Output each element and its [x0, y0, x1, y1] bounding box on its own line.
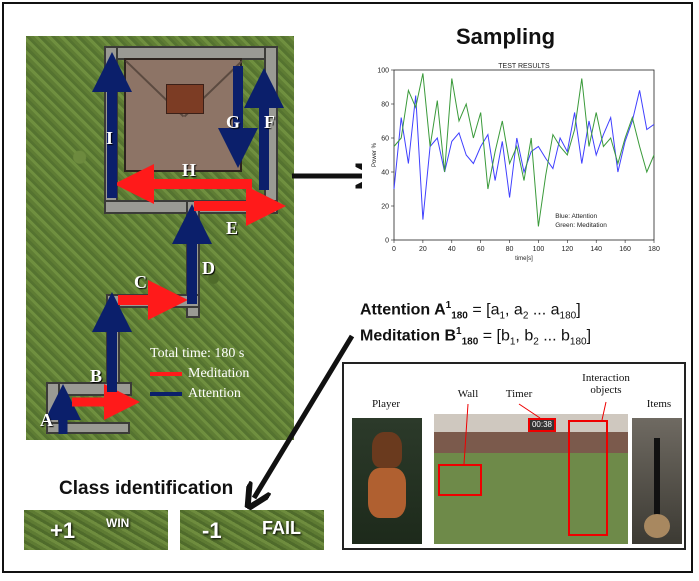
x-tick-label: 0 [392, 246, 396, 253]
y-tick-label: 60 [381, 136, 389, 143]
path-arrows [45, 52, 286, 434]
fail-value: -1 [202, 518, 222, 543]
x-axis-label: time[s] [515, 256, 533, 262]
y-axis-label: Power % [372, 142, 378, 167]
y-tick-label: 100 [377, 68, 389, 75]
legend-total-time: Total time: 180 s [150, 346, 245, 361]
interaction-objects-highlight [568, 420, 608, 536]
house-courtyard [166, 84, 204, 114]
formula-attention: Attention A1180 = [a1, a2 ... a180] [360, 300, 581, 322]
player-head [372, 432, 402, 468]
player-screenshot [352, 418, 422, 544]
timer-highlight: 00:38 [528, 418, 556, 432]
y-tick-label: 80 [381, 102, 389, 109]
win-value: +1 [50, 518, 76, 543]
player-body [368, 468, 406, 518]
figure-frame: A B C D E F G H I Total time: 180 s Medi… [2, 2, 693, 573]
label-g: G [226, 112, 241, 132]
chart-background [362, 60, 670, 282]
level-map: A B C D E F G H I Total time: 180 s Medi… [26, 36, 294, 440]
fail-tile: -1 FAIL [180, 510, 324, 550]
caption-items: Items [646, 398, 672, 410]
label-a: A [40, 410, 53, 430]
x-tick-label: 160 [619, 246, 631, 253]
win-label: WIN [106, 516, 130, 530]
label-i: I [106, 128, 114, 148]
label-c: C [134, 272, 147, 292]
x-tick-label: 140 [590, 246, 602, 253]
caption-interaction-objects: Interaction objects [582, 372, 630, 396]
wall-highlight [438, 464, 482, 496]
legend-attention-swatch [150, 392, 182, 396]
panel-leader-lines [463, 401, 607, 465]
series-line-attention [393, 90, 655, 220]
sampling-title: Sampling [456, 24, 556, 49]
items-screenshot [632, 418, 682, 544]
label-d: D [202, 258, 215, 278]
x-tick-label: 180 [648, 246, 660, 253]
label-b: B [90, 366, 103, 386]
game-screenshots-panel: Player Wall Timer Interaction objects It… [342, 362, 686, 550]
x-tick-label: 100 [533, 246, 545, 253]
item-lamp-post [654, 438, 660, 528]
x-tick-label: 60 [477, 246, 485, 253]
y-tick-label: 20 [381, 204, 389, 211]
fail-label: FAIL [262, 518, 301, 538]
chart-title: TEST RESULTS [498, 63, 550, 70]
x-tick-label: 120 [561, 246, 573, 253]
legend-meditation-label: Meditation [188, 366, 250, 381]
caption-player: Player [371, 398, 401, 410]
x-tick-label: 40 [448, 246, 456, 253]
class-identification-title: Class identification [59, 478, 234, 499]
legend-attention-label: Attention [188, 386, 241, 401]
item-pot [644, 514, 670, 538]
label-h: H [182, 160, 197, 180]
caption-wall: Wall [457, 388, 479, 400]
y-tick-label: 0 [385, 238, 389, 245]
label-f: F [264, 112, 275, 132]
formula-meditation: Meditation B1180 = [b1, b2 ... b180] [360, 326, 592, 348]
map-legend: Total time: 180 s Meditation Attention [150, 344, 290, 404]
legend-meditation-swatch [150, 372, 182, 376]
x-tick-label: 20 [419, 246, 427, 253]
y-tick-label: 40 [381, 170, 389, 177]
x-tick-label: 80 [506, 246, 514, 253]
series-line-meditation [393, 73, 655, 227]
caption-timer: Timer [505, 388, 533, 400]
chart-legend-entry: Blue: Attention [555, 213, 597, 220]
label-e: E [226, 218, 239, 238]
win-tile: +1 WIN [24, 510, 168, 550]
chart-legend-entry: Green: Meditation [555, 222, 607, 229]
test-results-chart: TEST RESULTS 0 20 40 60 80 100 120 140 160 180 0 20 4… [362, 60, 670, 282]
